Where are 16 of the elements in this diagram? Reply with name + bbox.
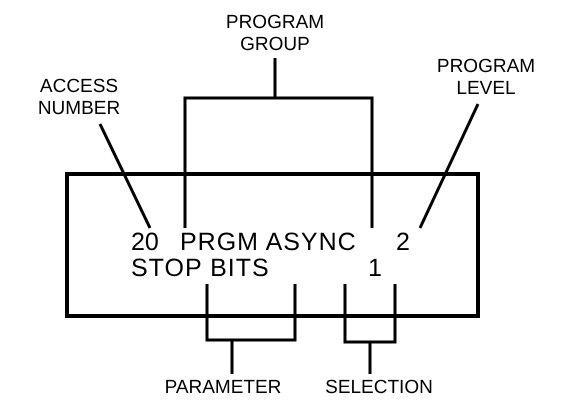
callout-label: PROGRAM LEVEL xyxy=(428,56,544,102)
callout-label: PROGRAM GROUP xyxy=(215,12,335,58)
display-panel xyxy=(65,172,480,318)
leader-line xyxy=(98,123,152,229)
callout-label: 20 xyxy=(131,230,165,256)
callout-label: 1 xyxy=(368,256,386,282)
bracket-leader xyxy=(206,282,296,376)
bracket-leader xyxy=(184,56,374,230)
leader-line xyxy=(418,103,480,229)
callout-label: PARAMETER xyxy=(148,378,298,404)
callout-label: PRGM ASYNC xyxy=(180,230,376,256)
callout-label: 2 xyxy=(396,230,416,256)
callout-label: STOP BITS xyxy=(131,256,293,282)
bracket-leader xyxy=(344,282,396,376)
callout-label: ACCESS NUMBER xyxy=(24,76,134,122)
callout-label: SELECTION xyxy=(316,378,442,404)
